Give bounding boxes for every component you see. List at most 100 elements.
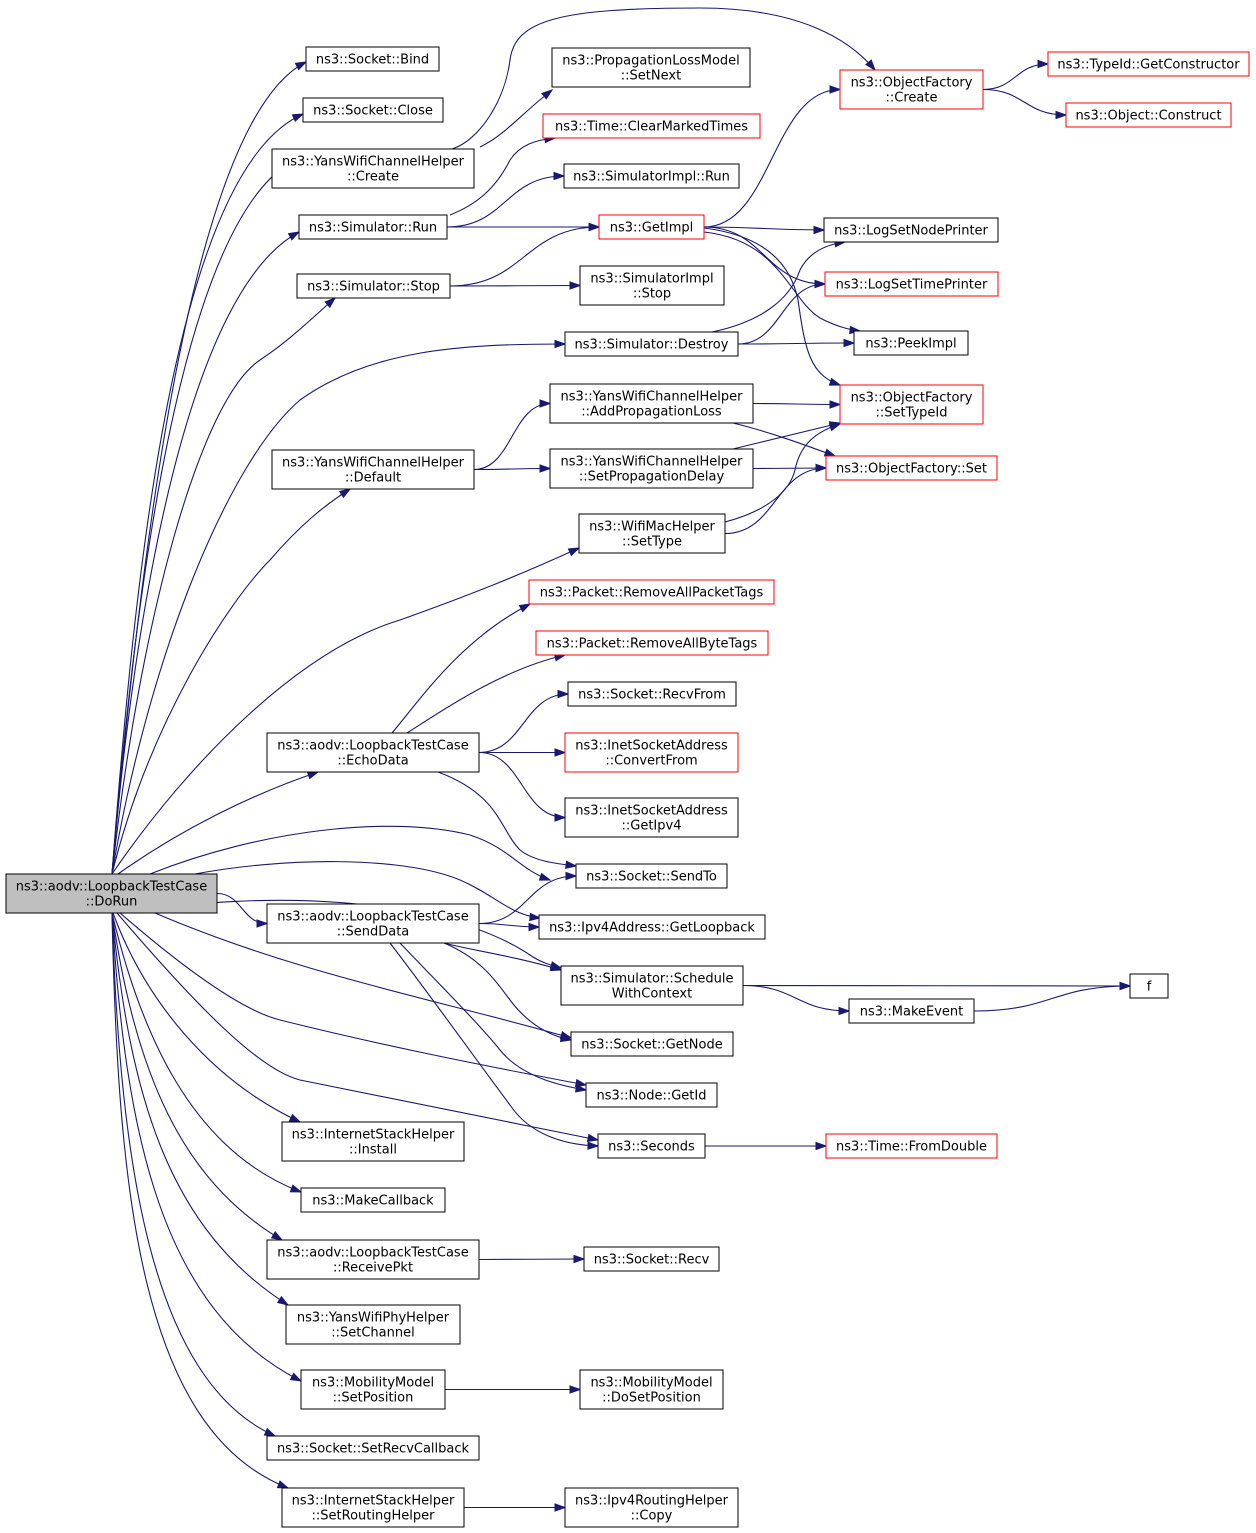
graph-node-peekimpl[interactable]: ns3::PeekImpl (853, 330, 969, 356)
graph-node-node-getid[interactable]: ns3::Node::GetId (585, 1082, 718, 1108)
edge-line (389, 942, 599, 1147)
node-box (570, 1031, 734, 1057)
arrowhead-icon (843, 338, 856, 348)
graph-node-seconds[interactable]: ns3::Seconds (597, 1133, 706, 1159)
arrowhead-icon (1119, 981, 1132, 991)
node-box (528, 579, 775, 605)
call-edge-senddata-to-getnode (443, 942, 573, 1043)
graph-node-ywch-addloss[interactable]: ns3::YansWifiChannelHelper::AddPropagati… (549, 383, 754, 424)
node-box (598, 214, 705, 240)
node-label: ns3::Object::Construct (1075, 109, 1221, 124)
arrowhead-icon (554, 748, 567, 757)
node-label: ns3::InetSocketAddress (575, 804, 728, 819)
graph-node-ipv4rh-copy[interactable]: ns3::Ipv4RoutingHelper::Copy (564, 1487, 739, 1528)
graph-node-ywch-create[interactable]: ns3::YansWifiChannelHelper::Create (271, 148, 475, 189)
edge-line (111, 912, 289, 1489)
graph-node-echodata[interactable]: ns3::aodv::LoopbackTestCase::EchoData (266, 732, 480, 773)
graph-node-simimpl-stop[interactable]: ns3::SimulatorImpl::Stop (579, 265, 725, 306)
arrowhead-icon (539, 464, 552, 473)
call-edge-of_create-to-object_construct (982, 88, 1068, 120)
graph-node-socket-recv[interactable]: ns3::Socket::Recv (583, 1246, 720, 1272)
node-label: ns3::Time::FromDouble (836, 1140, 987, 1155)
graph-node-mm-setposition[interactable]: ns3::MobilityModel::SetPosition (300, 1369, 446, 1410)
node-label: ns3::aodv::LoopbackTestCase (277, 910, 468, 925)
graph-node-makeevent[interactable]: ns3::MakeEvent (848, 998, 975, 1024)
node-label: ns3::YansWifiChannelHelper (282, 155, 465, 170)
node-label: ::SetRoutingHelper (312, 1509, 436, 1524)
node-label: ::SetType (622, 535, 682, 550)
graph-node-clearmarked[interactable]: ns3::Time::ClearMarkedTimes (542, 113, 761, 139)
graph-node-ywch-setdelay[interactable]: ns3::YansWifiChannelHelper::SetPropagati… (549, 448, 754, 489)
graph-node-ish-setrouting[interactable]: ns3::InternetStackHelper::SetRoutingHelp… (281, 1487, 465, 1528)
node-box (538, 914, 766, 940)
graph-node-makecallback[interactable]: ns3::MakeCallback (300, 1187, 446, 1213)
graph-node-of-create[interactable]: ns3::ObjectFactory::Create (839, 69, 984, 110)
node-box (305, 46, 440, 72)
graph-node-of-set[interactable]: ns3::ObjectFactory::Set (825, 455, 998, 481)
graph-node-getimpl[interactable]: ns3::GetImpl (598, 214, 705, 240)
arrowhead-icon (586, 1133, 600, 1143)
graph-node-f[interactable]: f (1129, 973, 1169, 999)
graph-node-logtimeprinter[interactable]: ns3::LogSetTimePrinter (824, 271, 999, 297)
call-edge-dorun-to-receivepkt (111, 912, 284, 1241)
node-layer: ns3::aodv::LoopbackTestCase::DoRunns3::S… (5, 46, 1250, 1528)
graph-node-wmh-settype[interactable]: ns3::WifiMacHelper::SetType (578, 513, 726, 554)
graph-node-receivepkt[interactable]: ns3::aodv::LoopbackTestCase::ReceivePkt (266, 1239, 480, 1280)
graph-node-lognodeprinter[interactable]: ns3::LogSetNodePrinter (823, 217, 999, 243)
node-label: ::Default (345, 471, 401, 486)
call-edge-senddata-to-schedctx (443, 942, 563, 972)
graph-node-getloopback[interactable]: ns3::Ipv4Address::GetLoopback (538, 914, 766, 940)
node-box (839, 69, 984, 110)
node-box (1129, 973, 1169, 999)
node-box (825, 1133, 998, 1159)
graph-node-of-settypeid[interactable]: ns3::ObjectFactory::SetTypeId (839, 384, 984, 425)
graph-node-setrecvcallback[interactable]: ns3::Socket::SetRecvCallback (266, 1435, 480, 1461)
node-label: ::SetChannel (331, 1326, 414, 1341)
node-label: ::SetPropagationDelay (579, 470, 725, 485)
arrowhead-icon (574, 1084, 588, 1093)
graph-node-sim-destroy[interactable]: ns3::Simulator::Destroy (564, 331, 739, 357)
graph-node-isa-getipv4[interactable]: ns3::InetSocketAddress::GetIpv4 (564, 797, 739, 838)
graph-node-getnode[interactable]: ns3::Socket::GetNode (570, 1031, 734, 1057)
graph-node-sim-run[interactable]: ns3::Simulator::Run (298, 214, 448, 240)
node-label: ::Create (886, 91, 938, 106)
edge-layer (111, 7, 1132, 1512)
graph-node-time-fromdouble[interactable]: ns3::Time::FromDouble (825, 1133, 998, 1159)
graph-node-sim-stop[interactable]: ns3::Simulator::Stop (296, 273, 451, 299)
node-label: ns3::Time::ClearMarkedTimes (555, 120, 748, 135)
node-label: ns3::Seconds (608, 1140, 695, 1155)
graph-node-rm-packettags[interactable]: ns3::Packet::RemoveAllPacketTags (528, 579, 775, 605)
graph-node-bind[interactable]: ns3::Socket::Bind (305, 46, 440, 72)
call-edge-sim_destroy-to-peekimpl (737, 338, 856, 348)
graph-node-ywch-default[interactable]: ns3::YansWifiChannelHelper::Default (271, 449, 475, 490)
edge-line (116, 912, 599, 1141)
edge-line (711, 241, 846, 333)
node-label: f (1147, 980, 1152, 995)
graph-node-ish-install[interactable]: ns3::InternetStackHelper::Install (281, 1121, 465, 1162)
graph-node-senddata[interactable]: ns3::aodv::LoopbackTestCase::SendData (266, 903, 480, 944)
arrowhead-icon (554, 1503, 567, 1512)
graph-node-object-construct[interactable]: ns3::Object::Construct (1065, 102, 1232, 128)
edge-line (742, 984, 1131, 987)
node-box (266, 732, 480, 773)
graph-node-simimpl-run[interactable]: ns3::SimulatorImpl::Run (563, 163, 740, 189)
arrowhead-icon (565, 871, 578, 881)
edge-line (437, 771, 577, 867)
call-edge-dorun-to-makecallback (111, 912, 303, 1193)
graph-node-typeid-getctor[interactable]: ns3::TypeId::GetConstructor (1047, 51, 1250, 77)
graph-node-mm-dosetposition[interactable]: ns3::MobilityModel::DoSetPosition (579, 1369, 724, 1410)
graph-node-sendto[interactable]: ns3::Socket::SendTo (575, 863, 728, 889)
call-edge-dorun-to-sim_run (111, 231, 301, 875)
node-box (271, 148, 475, 189)
graph-node-isa-convert[interactable]: ns3::InetSocketAddress::ConvertFrom (564, 732, 739, 773)
arrowhead-icon (554, 339, 567, 349)
graph-node-recvfrom[interactable]: ns3::Socket::RecvFrom (567, 681, 737, 707)
graph-node-plm-setnext[interactable]: ns3::PropagationLossModel::SetNext (551, 47, 751, 88)
call-edge-seconds-to-time_fromdouble (704, 1141, 828, 1151)
graph-node-rm-bytetags[interactable]: ns3::Packet::RemoveAllByteTags (535, 630, 769, 656)
graph-node-close[interactable]: ns3::Socket::Close (302, 97, 444, 123)
node-box (549, 448, 754, 489)
call-edge-echodata-to-rm_packettags (391, 603, 532, 734)
graph-node-ywph-setchannel[interactable]: ns3::YansWifiPhyHelper::SetChannel (285, 1304, 461, 1345)
